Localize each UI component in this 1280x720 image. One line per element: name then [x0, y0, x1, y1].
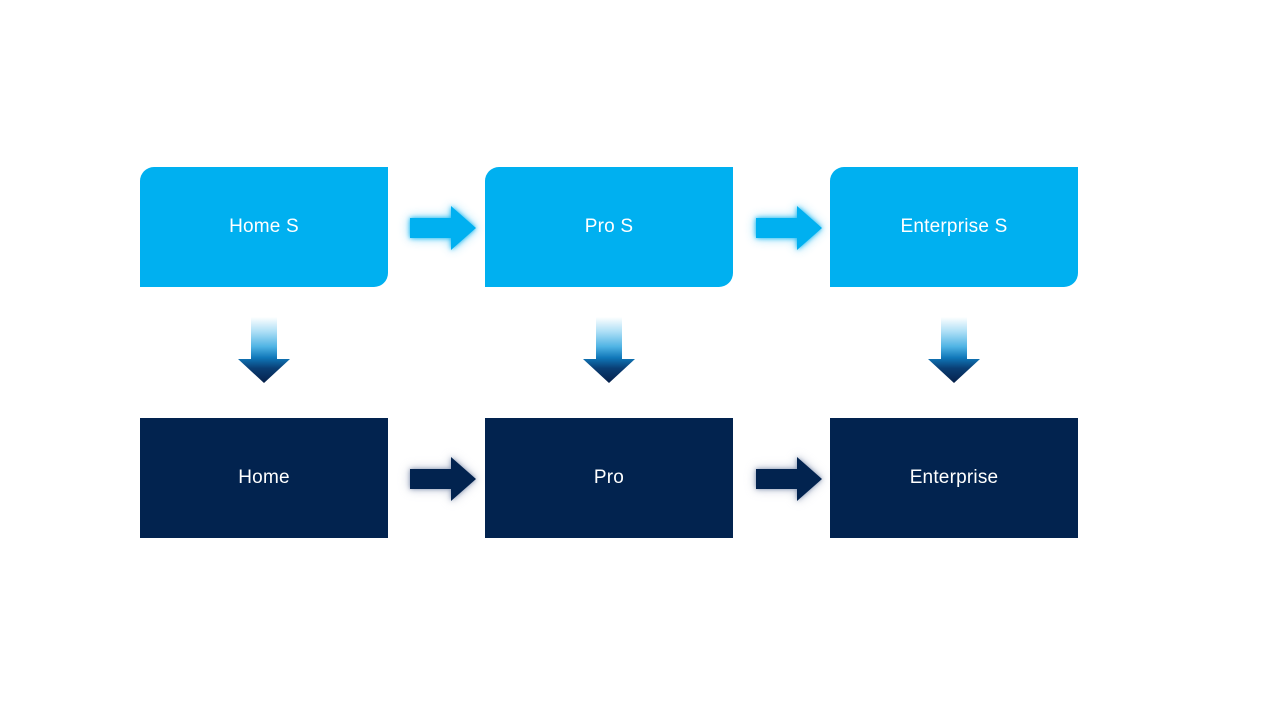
down-arrow-icon: [238, 317, 290, 383]
right-arrow-icon: [410, 457, 476, 501]
node-enterprise-s: Enterprise S: [830, 167, 1078, 287]
node-home-s-label: Home S: [229, 216, 299, 237]
node-home-s: Home S: [140, 167, 388, 287]
node-pro: Pro: [485, 418, 733, 538]
node-enterprise-label: Enterprise: [909, 467, 999, 488]
node-pro-s: Pro S: [485, 167, 733, 287]
down-arrow-icon: [928, 317, 980, 383]
right-arrow-icon: [756, 206, 822, 250]
right-arrow-icon: [410, 206, 476, 250]
node-enterprise: Enterprise: [830, 418, 1078, 538]
right-arrow-icon: [756, 457, 822, 501]
node-home-label: Home: [238, 467, 290, 488]
node-pro-label: Pro: [593, 467, 625, 488]
node-home: Home: [140, 418, 388, 538]
down-arrow-icon: [583, 317, 635, 383]
node-enterprise-s-label: Enterprise S: [900, 216, 1008, 237]
node-pro-s-label: Pro S: [584, 216, 634, 237]
